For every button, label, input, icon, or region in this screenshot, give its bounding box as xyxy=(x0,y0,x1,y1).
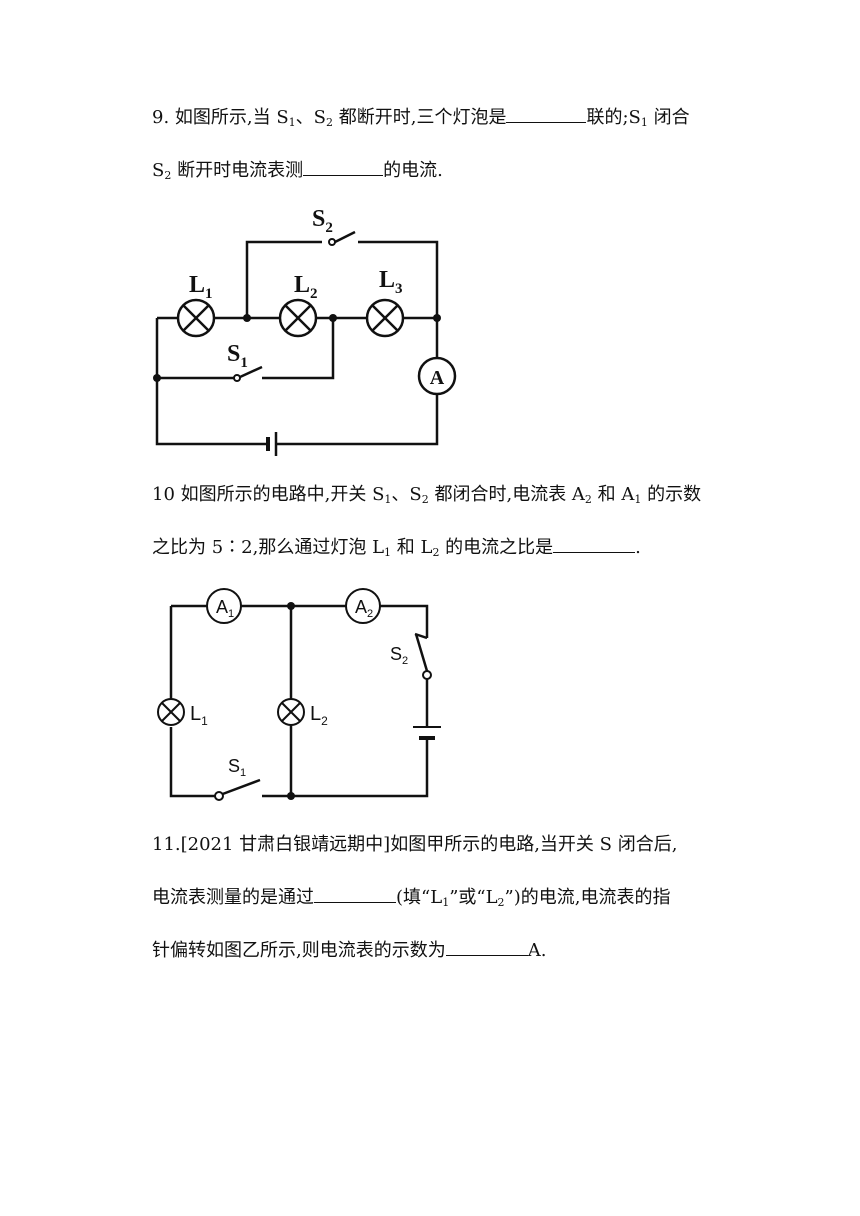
q9-text: 闭合 xyxy=(647,107,690,128)
q11-line2: 电流表测量的是通过 (填“L1”或“L2”)的电流,电流表的指 xyxy=(152,886,671,915)
q10-text: 都闭合时,电流表 A xyxy=(428,484,585,505)
ammeter-a2: A2 xyxy=(345,588,381,624)
switch-s2-blade xyxy=(414,633,429,672)
subscript: 1 xyxy=(288,116,296,129)
q10-text: 的示数 xyxy=(641,484,702,505)
q11-line1: 11.[2021 甘肃白银靖远期中]如图甲所示的电路,当开关 S 闭合后, xyxy=(152,833,677,857)
switch-s1-contact xyxy=(214,791,224,801)
subscript: 1 xyxy=(442,896,450,909)
q10-text: 的电流之比是 xyxy=(439,537,554,558)
subscript: 2 xyxy=(432,546,440,559)
label-s1: S1 xyxy=(228,756,246,779)
subscript: 1 xyxy=(384,546,392,559)
switch-s2-contact xyxy=(422,670,432,680)
q9-line1: 9. 如图所示,当 S1、S2 都断开时,三个灯泡是联的;S1 闭合 xyxy=(152,106,690,135)
switch-s1-blade xyxy=(239,365,263,379)
q10-text: . xyxy=(635,537,641,558)
label-l2: L2 xyxy=(310,703,328,728)
q11-text: 针偏转如图乙所示,则电流表的示数为 xyxy=(152,940,446,961)
junction-dot xyxy=(433,314,441,322)
subscript: 1 xyxy=(640,116,648,129)
svg-text:A2: A2 xyxy=(355,597,373,620)
q9-line2: S2 断开时电流表测 的电流. xyxy=(152,159,443,188)
lamp-l1 xyxy=(176,298,216,338)
switch-s2-blade xyxy=(334,230,356,244)
switch-s2-contact xyxy=(328,238,336,246)
label-l1: L1 xyxy=(189,272,213,302)
q9-text: 、S xyxy=(295,107,327,128)
ammeter-a1: A1 xyxy=(206,588,242,624)
q11-line3: 针偏转如图乙所示,则电流表的示数为 A. xyxy=(152,939,546,963)
q11-text: ”或“L xyxy=(449,887,498,908)
subscript: 2 xyxy=(164,169,172,182)
q9-text: 都断开时,三个灯泡是 xyxy=(333,107,507,128)
wire xyxy=(358,240,439,318)
label-s1: S1 xyxy=(227,341,248,371)
wire xyxy=(169,727,215,798)
label-l2: L2 xyxy=(294,272,318,302)
q11-text: ”)的电流,电流表的指 xyxy=(504,887,671,908)
junction-dot xyxy=(287,602,295,610)
ammeter: A xyxy=(417,356,457,396)
answer-blank[interactable] xyxy=(553,536,636,553)
q9-text: 的电流. xyxy=(383,160,443,181)
wire xyxy=(262,738,429,798)
wire xyxy=(262,318,335,380)
switch-s1-contact xyxy=(233,374,241,382)
q10-text: 和 L xyxy=(391,537,433,558)
answer-blank[interactable] xyxy=(445,939,528,956)
svg-text:A1: A1 xyxy=(216,597,234,620)
subscript: 2 xyxy=(584,493,592,506)
label-l3: L3 xyxy=(379,267,403,297)
q10-text: 之比为 5∶2,那么通过灯泡 L xyxy=(152,537,385,558)
wire xyxy=(245,240,322,318)
subscript: 2 xyxy=(421,493,429,506)
q9-text: 断开时电流表测 xyxy=(171,160,304,181)
q11-text: 电流表测量的是通过 xyxy=(152,887,314,908)
lamp-l3 xyxy=(365,298,405,338)
switch-s1-blade xyxy=(219,778,261,797)
svg-text:A: A xyxy=(430,367,445,389)
answer-blank[interactable] xyxy=(506,106,587,123)
wire xyxy=(380,604,429,638)
label-s2: S2 xyxy=(312,206,333,236)
q11-text: (填“L xyxy=(396,887,443,908)
lamp-l2 xyxy=(278,298,318,338)
q11-text: A. xyxy=(527,940,547,961)
junction-dot xyxy=(329,314,337,322)
junction-dot xyxy=(287,792,295,800)
wire xyxy=(276,394,439,446)
q9-text: 9. 如图所示,当 S xyxy=(152,107,289,128)
q10-line1: 10 如图所示的电路中,开关 S1、S2 都闭合时,电流表 A2 和 A1 的示… xyxy=(152,483,701,512)
lamp-l1 xyxy=(157,698,185,726)
wire xyxy=(155,318,268,446)
junction-dot xyxy=(243,314,251,322)
q11-text: 11.[2021 甘肃白银靖远期中]如图甲所示的电路,当开关 S 闭合后, xyxy=(152,834,678,855)
q10-line2: 之比为 5∶2,那么通过灯泡 L1 和 L2 的电流之比是. xyxy=(152,536,641,565)
subscript: 1 xyxy=(634,493,642,506)
q10-text: 和 A xyxy=(591,484,635,505)
answer-blank[interactable] xyxy=(303,159,384,176)
lamp-l2 xyxy=(277,698,305,726)
subscript: 2 xyxy=(497,896,505,909)
q10-text: 10 如图所示的电路中,开关 S xyxy=(152,484,385,505)
subscript: 2 xyxy=(326,116,334,129)
q10-text: 、S xyxy=(391,484,422,505)
junction-dot xyxy=(153,374,161,382)
circuit-diagram-2: A1 A2 S2 S1 L1 L2 xyxy=(157,588,441,801)
subscript: 1 xyxy=(384,493,392,506)
label-l1: L1 xyxy=(190,703,208,728)
label-s2: S2 xyxy=(390,644,408,667)
q9-text: 联的;S xyxy=(586,107,641,128)
q9-text: S xyxy=(152,160,165,181)
answer-blank[interactable] xyxy=(314,886,396,903)
